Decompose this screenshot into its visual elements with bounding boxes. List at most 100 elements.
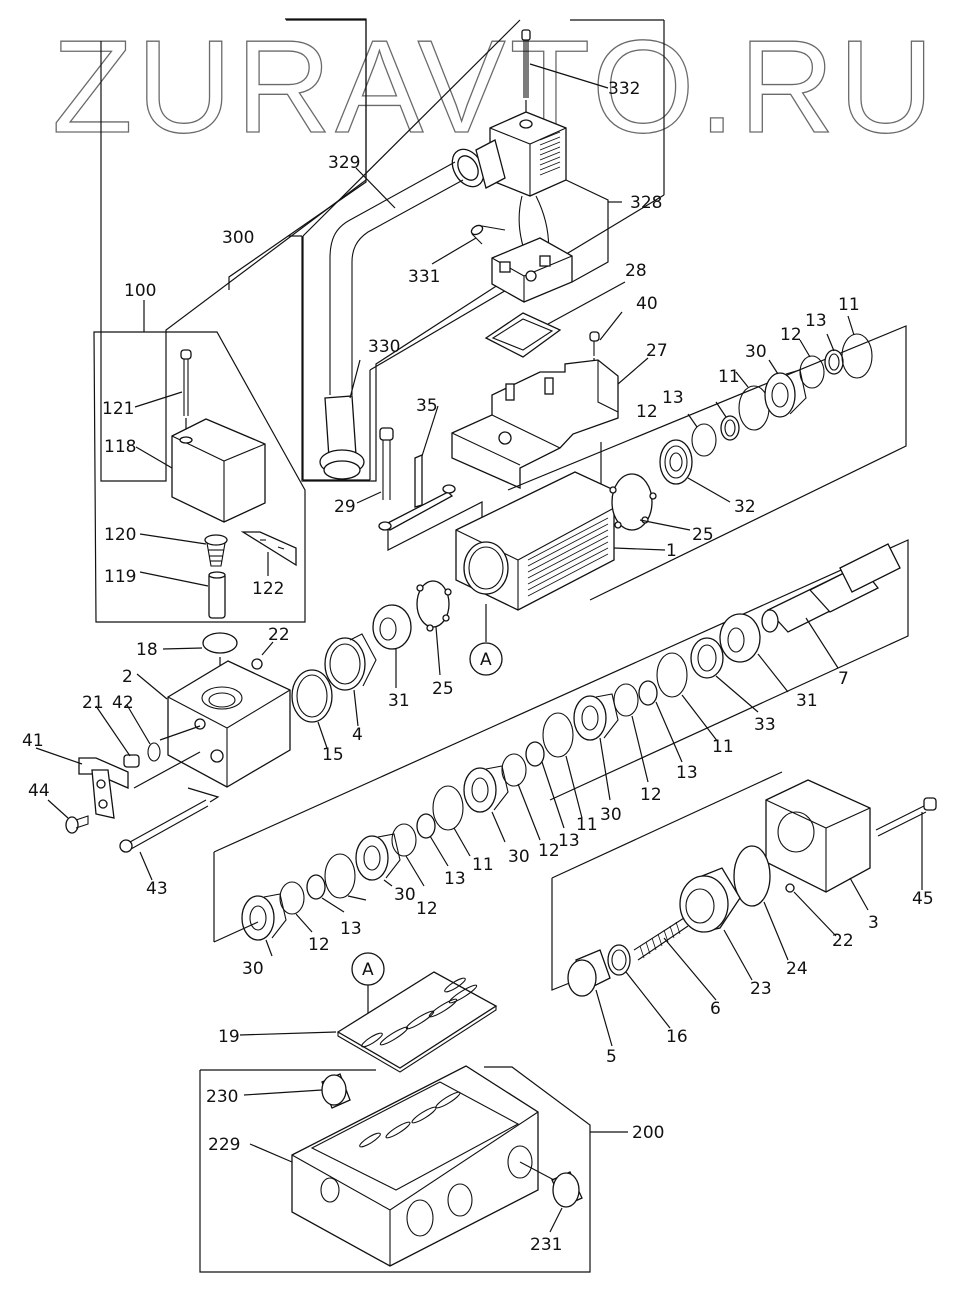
part-1-valve-body <box>455 471 615 611</box>
callout-122: 122 <box>252 579 284 599</box>
leader-231 <box>549 1207 563 1233</box>
callout-11-c: 11 <box>712 737 734 757</box>
leader-332 <box>529 63 609 89</box>
part-31-spacer-left <box>372 604 412 650</box>
part-7-spool <box>761 543 901 633</box>
callout-13-d: 13 <box>558 831 580 851</box>
part-12-ring-mid-2 <box>501 753 527 787</box>
callout-27: 27 <box>646 341 668 361</box>
part-6-spring <box>633 917 689 961</box>
guide-43 <box>187 787 220 803</box>
callout-12-b: 12 <box>636 402 658 422</box>
part-230-plug <box>321 1073 351 1109</box>
part-2-end-cap <box>167 660 291 788</box>
callout-11-d: 11 <box>576 815 598 835</box>
part-16-ring <box>607 944 631 976</box>
callout-30-d: 30 <box>394 885 416 905</box>
part-15-seal <box>291 669 333 723</box>
part-331-clip <box>470 224 506 245</box>
part-231-plug <box>519 1161 583 1208</box>
callout-40: 40 <box>636 294 658 314</box>
leader-13-a <box>715 401 727 418</box>
callout-11-a: 11 <box>838 295 860 315</box>
callout-328: 328 <box>630 193 662 213</box>
callout-12-d: 12 <box>538 841 560 861</box>
leader-121 <box>134 391 183 408</box>
callout-2: 2 <box>122 667 133 687</box>
callout-30-e: 30 <box>242 959 264 979</box>
part-35-bracket <box>378 454 456 531</box>
leader-16 <box>625 971 671 1029</box>
part-5-cap <box>567 949 611 997</box>
callout-labels: 332 329 328 300 331 28 100 40 330 27 11 … <box>22 79 934 1255</box>
callout-329: 329 <box>328 153 360 173</box>
leader-13-d <box>541 761 565 829</box>
part-32-seal <box>659 439 693 485</box>
leader-40 <box>599 311 623 341</box>
group-300-top-diag <box>302 19 521 237</box>
callout-30-b: 30 <box>600 805 622 825</box>
callout-1: 1 <box>666 541 677 561</box>
guide-35 <box>387 501 483 551</box>
callout-13-f: 13 <box>340 919 362 939</box>
end-group-frame <box>551 771 783 991</box>
part-30-spool-upper <box>764 369 807 418</box>
bracket-328 <box>565 179 609 283</box>
callout-32: 32 <box>734 497 756 517</box>
part-29-screw <box>379 427 394 500</box>
leader-11-f <box>347 895 367 901</box>
leader-119 <box>139 571 209 587</box>
callout-13-b: 13 <box>662 388 684 408</box>
part-18-oring <box>202 632 238 654</box>
part-11-ring-upper-2 <box>841 333 873 379</box>
part-3-end-cap <box>765 779 871 893</box>
leader-2 <box>136 673 168 700</box>
callout-230: 230 <box>206 1087 238 1107</box>
leader-30-c <box>491 811 506 843</box>
part-332-screw <box>521 29 531 118</box>
callout-22-a: 22 <box>268 625 290 645</box>
leader-27 <box>617 357 649 385</box>
part-120-spring <box>204 534 228 567</box>
callout-28: 28 <box>625 261 647 281</box>
callout-330: 330 <box>368 337 400 357</box>
callout-4: 4 <box>352 725 363 745</box>
callout-25-b: 25 <box>432 679 454 699</box>
part-12-ring-mid-4 <box>279 881 305 915</box>
callout-12-c: 12 <box>640 785 662 805</box>
leader-19 <box>239 1031 337 1036</box>
callout-12-f: 12 <box>308 935 330 955</box>
part-21-fitting <box>123 754 140 768</box>
callout-31-b: 31 <box>796 691 818 711</box>
leader-13-f <box>321 897 345 913</box>
leader-30-a <box>768 359 779 375</box>
seal-stack-middle-frame <box>213 539 909 942</box>
callout-33: 33 <box>754 715 776 735</box>
leader-12-e <box>405 855 425 887</box>
leader-15 <box>317 721 328 749</box>
part-33-seal <box>690 637 724 679</box>
leader-12-f <box>295 913 313 933</box>
part-330-plug <box>319 395 365 480</box>
callout-43: 43 <box>146 879 168 899</box>
callout-3: 3 <box>868 913 879 933</box>
callout-7: 7 <box>838 669 849 689</box>
part-31-spacer-right <box>719 613 761 663</box>
part-24-oring <box>733 845 771 907</box>
guide-42 <box>159 725 201 741</box>
callout-45: 45 <box>912 889 934 909</box>
part-13-ring-upper <box>720 415 740 441</box>
callout-a-2: A <box>362 960 374 980</box>
callout-332: 332 <box>608 79 640 99</box>
leader-13-e <box>429 835 449 867</box>
callout-16: 16 <box>666 1027 688 1047</box>
leader-12-d <box>517 783 541 841</box>
callout-120: 120 <box>104 525 136 545</box>
callout-13-e: 13 <box>444 869 466 889</box>
leader-13-b <box>826 333 835 352</box>
callout-231: 231 <box>530 1235 562 1255</box>
leader-28 <box>547 281 626 325</box>
part-22-plug-lower <box>785 883 795 893</box>
part-13-ring-mid-3 <box>416 813 436 839</box>
